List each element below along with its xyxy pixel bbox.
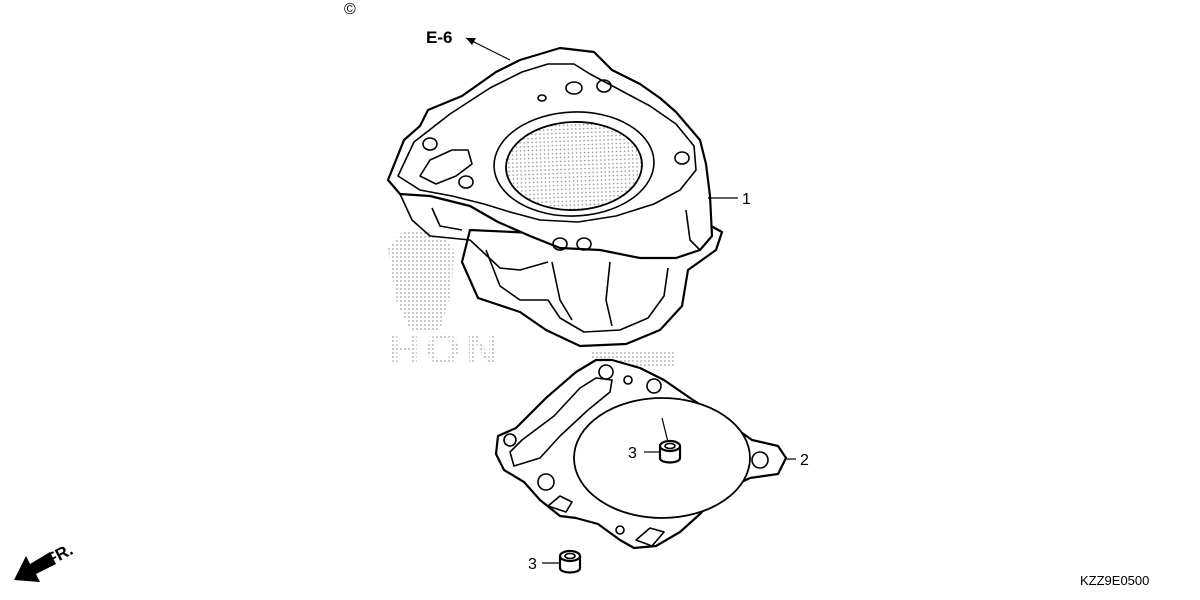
cylinder-part-1	[386, 46, 724, 348]
gasket-part-2	[494, 358, 788, 550]
brand-watermark: HON	[388, 232, 676, 374]
front-indicator: FR.	[14, 540, 76, 582]
callout-3-upper: 3	[628, 445, 637, 462]
dowel-pin-lower	[542, 549, 582, 574]
callout-2: 2	[800, 452, 809, 469]
diagram-code: KZZ9E0500	[1080, 573, 1149, 588]
reference-label: E-6	[426, 28, 452, 47]
arrow-icon	[466, 38, 476, 45]
callout-1: 1	[742, 191, 751, 208]
reference-e6: E-6	[426, 28, 511, 61]
callout-3-lower: 3	[528, 556, 537, 573]
dowel-pin-upper	[644, 417, 682, 464]
copyright-mark: ©	[344, 1, 356, 18]
front-arrow-icon	[14, 552, 56, 582]
watermark-text: HON	[388, 325, 504, 374]
